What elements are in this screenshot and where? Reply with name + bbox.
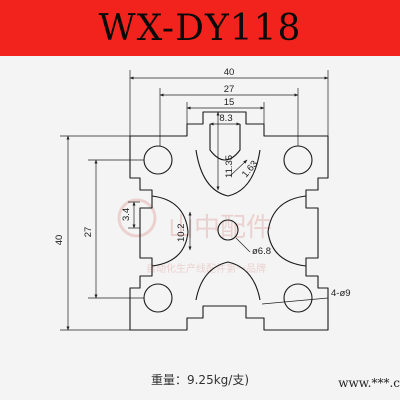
dim-hole-spacing: 27 — [83, 227, 94, 238]
dim-slot-span-outer: 27 — [224, 84, 235, 95]
watermark-brand: 山中配件 — [168, 213, 272, 243]
dim-slot-span-inner: 15 — [224, 97, 235, 108]
dim-lip-thickness: 3.4 — [121, 208, 132, 221]
dim-core-size: 10.2 — [176, 224, 187, 243]
profile-outline — [129, 111, 329, 331]
corner-hole-top-left — [143, 145, 173, 175]
upper-cavity — [195, 149, 261, 197]
center-hole — [217, 219, 239, 241]
lower-cavity — [195, 261, 261, 301]
website-watermark: www.***.c — [338, 376, 400, 390]
title-banner: WX-DY118 — [0, 0, 400, 56]
left-cavity — [151, 195, 189, 267]
dim-corner-holes: 4-ø9 — [331, 288, 351, 299]
dim-center-hole: ø6.8 — [252, 246, 271, 257]
watermark: 山中配件 自动化生产线配件第一品牌 — [117, 198, 272, 275]
dimension-lines — [60, 70, 329, 331]
model-title: WX-DY118 — [98, 7, 302, 49]
right-cavity — [267, 195, 307, 267]
dim-slot-depth: 11.35 — [224, 155, 235, 178]
weight-label: 重量：9.25kg/支) — [150, 373, 249, 387]
dim-slot-opening: 8.3 — [219, 113, 232, 124]
aluminium-profile-section — [129, 111, 329, 331]
dim-overall-height: 40 — [54, 235, 65, 246]
profile-drawing: 山中配件 自动化生产线配件第一品牌 — [54, 67, 351, 331]
dim-overall-width: 40 — [224, 67, 235, 78]
top-slot-cavity — [209, 124, 241, 161]
corner-hole-bottom-right — [283, 283, 313, 313]
corner-hole-top-right — [283, 145, 313, 175]
watermark-logo-icon — [117, 198, 157, 238]
corner-hole-bottom-left — [143, 283, 173, 313]
